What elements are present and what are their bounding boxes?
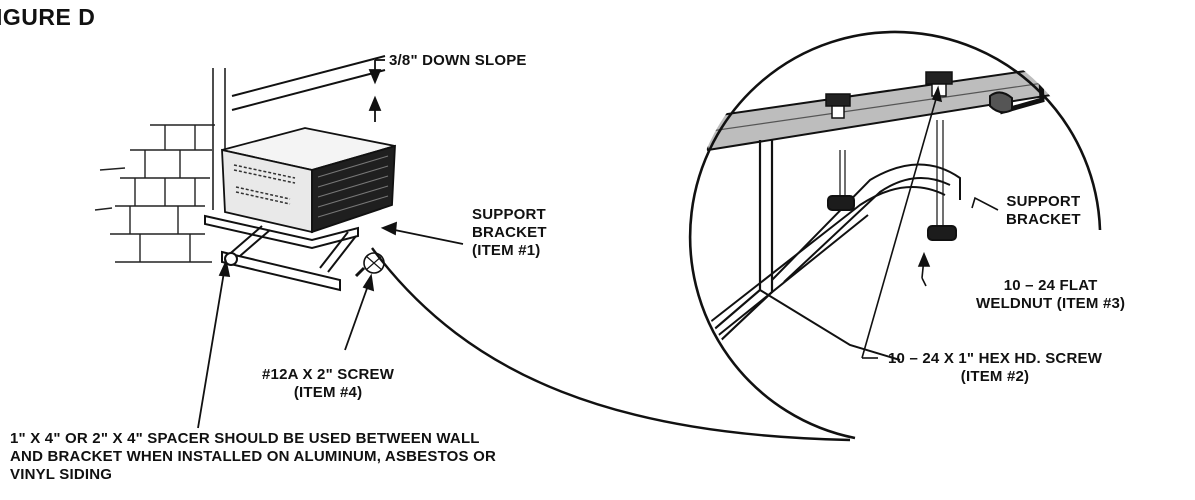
support-bracket-left-line-2: BRACKET — [472, 224, 547, 241]
support-bracket-left-line-1: SUPPORT — [472, 206, 546, 223]
detail-leader-curve — [371, 247, 851, 442]
weldnut-line-2: WELDNUT (ITEM #3) — [976, 295, 1126, 312]
support-bracket-right-line-1: SUPPORT — [1006, 193, 1081, 210]
support-bracket-left — [204, 214, 359, 292]
slope-arrows — [368, 59, 385, 122]
hex-head-screws — [825, 71, 953, 119]
weldnut-line-1: 10 – 24 FLAT — [1003, 277, 1098, 294]
down-slope-label: 3/8" DOWN SLOPE — [389, 52, 527, 69]
support-bracket-detail-label: SUPPORT BRACKET — [1006, 193, 1081, 229]
spacer-note-line-1: 1" X 4" OR 2" X 4" SPACER SHOULD BE USED… — [10, 430, 480, 447]
support-bracket-left-line-3: (ITEM #1) — [472, 242, 541, 259]
screw-12a-line-2: (ITEM #4) — [293, 384, 363, 401]
support-bracket-right-line-2: BRACKET — [1006, 211, 1081, 228]
slope-lines — [231, 55, 386, 111]
spacer-note-line-3: VINYL SIDING — [10, 466, 113, 483]
leader-arrows-left — [197, 221, 464, 429]
hex-screw-line-1: 10 – 24 X 1" HEX HD. SCREW — [888, 350, 1103, 367]
brick-wall — [94, 124, 215, 263]
air-conditioner-unit — [221, 127, 396, 234]
spacer-note-line-2: AND BRACKET WHEN INSTALLED ON ALUMINUM, … — [10, 448, 497, 465]
hex-screw-line-2: (ITEM #2) — [960, 368, 1030, 385]
leader-arrows-right — [861, 85, 999, 359]
figure-title: IGURE D — [0, 4, 96, 30]
spacer-note: 1" X 4" OR 2" X 4" SPACER SHOULD BE USED… — [10, 430, 496, 484]
support-bracket-item1-label: SUPPORT BRACKET (ITEM #1) — [472, 206, 547, 260]
hex-screw-item2-label: 10 – 24 X 1" HEX HD. SCREW (ITEM #2) — [888, 350, 1102, 386]
screw-item4-label: #12A X 2" SCREW (ITEM #4) — [262, 366, 394, 402]
weldnut-item3-label: 10 – 24 FLAT WELDNUT (ITEM #3) — [976, 277, 1125, 313]
screw-12a-line-1: #12A X 2" SCREW — [262, 366, 395, 383]
